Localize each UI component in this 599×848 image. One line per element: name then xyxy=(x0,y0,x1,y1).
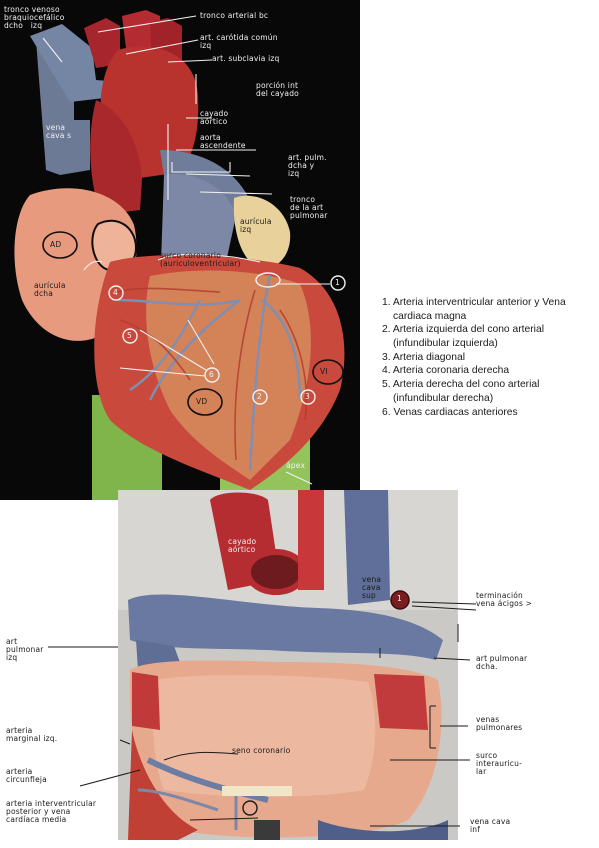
label-arteria-marginal: arteria marginal izq. xyxy=(6,726,58,743)
label-art-pulm: art. pulm. dcha y izq xyxy=(288,153,327,178)
label-surco: surco coronario (auriculoventricular) xyxy=(160,251,241,268)
label-terminacion: terminación vena ácigos > xyxy=(476,591,533,608)
anterior-heart-illustration xyxy=(0,0,360,500)
azygos-termination xyxy=(390,590,410,610)
label-carotida: art. carótida común izq xyxy=(200,33,278,50)
marker-5: 5 xyxy=(127,331,132,340)
circle-region-1 xyxy=(255,272,281,288)
label-vena-cava: vena cava s xyxy=(46,123,72,140)
left-pulmonary-veins xyxy=(132,672,160,730)
marker-1: 1 xyxy=(335,278,340,287)
posterior-heart-photo: cayado aórtico vena cava sup 1 xyxy=(118,490,458,840)
marker-6-circle xyxy=(204,367,220,383)
label-apex: ápex xyxy=(286,461,306,470)
label-auricula-izq: aurícula izq xyxy=(240,217,272,234)
top-markers xyxy=(108,275,346,405)
label-tronco-venoso: tronco venoso braquiocefálico dcho izq xyxy=(4,5,65,30)
label-porcion: porción int del cayado xyxy=(256,81,299,98)
label-tronco-arterial: tronco arterial bc xyxy=(200,11,269,20)
label-art-pulmonar-dcha: art pulmonar dcha. xyxy=(476,654,528,671)
label-surco-interauricular: surco interauricu- lar xyxy=(476,751,522,776)
label-venas-pulmonares: venas pulmonares xyxy=(476,715,523,732)
label-seno-coronario: seno coronario xyxy=(232,746,291,755)
bottom-marker-1: 1 xyxy=(397,594,402,603)
legend-item-5: 5. Arteria derecha del cono arterial (in… xyxy=(382,379,540,404)
legend: 1. Arteria interventricular anterior y V… xyxy=(382,296,594,419)
bottom-label-cayado: cayado aórtico xyxy=(228,537,257,554)
label-ad: AD xyxy=(50,240,62,249)
marker-4: 4 xyxy=(113,288,118,297)
marker-5-circle xyxy=(122,328,138,344)
posterior-arch-segment xyxy=(298,490,324,590)
marker-3: 3 xyxy=(305,392,310,401)
legend-item-4: 4. Arteria coronaria derecha xyxy=(382,365,510,377)
stand-post xyxy=(254,820,280,840)
marker-3-circle xyxy=(300,389,316,405)
marker-2-circle xyxy=(252,389,268,405)
coronary-sinus xyxy=(146,757,269,803)
right-pulmonary-veins xyxy=(374,674,428,730)
top-leader-lines xyxy=(42,15,330,485)
legend-item-6: 6. Venas cardiacas anteriores xyxy=(382,406,518,418)
marker-4-circle xyxy=(108,285,124,301)
marker-6: 6 xyxy=(209,370,214,379)
superior-vena-cava-posterior xyxy=(344,490,390,605)
label-arteria-interventricular: arteria interventricular posterior y ven… xyxy=(6,799,97,824)
inferior-vena-cava xyxy=(318,820,448,840)
left-auricle xyxy=(233,195,291,269)
label-vd: VD xyxy=(196,397,208,406)
vi-circle xyxy=(312,359,344,385)
label-tag xyxy=(222,786,292,796)
posterior-marker-circle xyxy=(242,800,258,816)
ad-circle xyxy=(42,231,78,259)
label-art-pulmonar-izq: art pulmonar izq xyxy=(6,637,44,662)
left-atrium-center xyxy=(152,674,376,797)
label-tronco-pulmonar: tronco de la art pulmonar xyxy=(290,195,328,220)
pulmonary-arteries xyxy=(128,594,443,660)
circumflex-vein xyxy=(137,788,219,812)
ascending-aorta xyxy=(90,100,142,215)
label-auricula-dcha: aurícula dcha xyxy=(34,281,66,298)
brachiocephalic-trunk xyxy=(84,18,120,68)
bottom-label-vena-cava-sup: vena cava sup xyxy=(362,575,382,600)
label-arteria-circunfleja: arteria circunfleja xyxy=(6,767,47,784)
marker-2: 2 xyxy=(257,392,262,401)
legend-item-3: 3. Arteria diagonal xyxy=(382,351,466,363)
legend-item-2: 2. Arteria izquierda del cono arterial (… xyxy=(382,324,544,350)
anterior-heart-photo: tronco venoso braquiocefálico dcho izq t… xyxy=(0,0,360,500)
label-vena-cava-inf: vena cava inf xyxy=(470,817,511,834)
label-vi: VI xyxy=(320,367,328,376)
cardiac-arteries xyxy=(117,287,308,461)
vd-circle xyxy=(187,388,223,416)
label-subclavia: art. subclavia izq xyxy=(212,54,280,63)
brachiocephalic-vein xyxy=(30,24,122,102)
posterior-heart-illustration xyxy=(118,490,458,840)
descending-aorta-cut xyxy=(245,549,307,595)
legend-item-1: 1. Arteria interventricular anterior y V… xyxy=(382,297,566,322)
cardiac-vessels xyxy=(117,274,302,471)
marker-1-circle xyxy=(330,275,346,291)
label-aorta: aorta ascendente xyxy=(200,133,246,150)
left-ventricle-posterior xyxy=(128,730,198,840)
label-cayado: cayado aórtico xyxy=(200,109,229,126)
